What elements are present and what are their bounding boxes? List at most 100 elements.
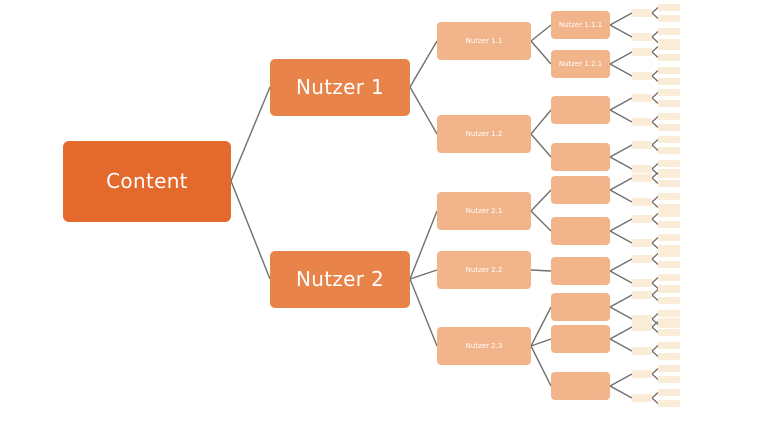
node-level2-2-2: Nutzer 2.2 xyxy=(437,251,531,289)
connector-line xyxy=(651,51,659,59)
connector-line xyxy=(609,109,633,123)
connector-line xyxy=(409,40,438,88)
connector-line xyxy=(651,258,659,266)
connector-line xyxy=(651,252,659,260)
connector-line xyxy=(409,86,438,135)
connector-line xyxy=(609,338,633,352)
node-level2-1-1: Nutzer 1.1 xyxy=(437,22,531,60)
node-root-label: Content xyxy=(106,169,188,193)
connector-line xyxy=(651,373,659,381)
connector-line xyxy=(530,269,552,272)
leaf-node-small xyxy=(658,67,680,74)
connector-line xyxy=(651,312,659,320)
connector-line xyxy=(651,36,659,44)
node-level2-1-1-label: Nutzer 1.1 xyxy=(465,37,503,45)
leaf-node-small xyxy=(658,15,680,22)
node-level1-2: Nutzer 2 xyxy=(270,250,410,308)
leaf-node-small xyxy=(658,147,680,154)
leaf-node xyxy=(632,9,652,17)
leaf-node-small xyxy=(658,221,680,228)
leaf-node xyxy=(632,198,652,206)
leaf-node xyxy=(632,215,652,223)
leaf-node xyxy=(632,323,652,331)
leaf-node-small xyxy=(658,389,680,396)
node-level3-2-3-3 xyxy=(551,372,610,400)
connector-line xyxy=(651,318,659,326)
connector-line xyxy=(651,75,659,83)
connector-line xyxy=(651,344,659,352)
node-level2-2-2-label: Nutzer 2.2 xyxy=(465,266,503,274)
leaf-node xyxy=(632,255,652,263)
connector-line xyxy=(651,195,659,203)
leaf-node xyxy=(632,239,652,247)
node-level2-2-1: Nutzer 2.1 xyxy=(437,192,531,230)
leaf-node-small xyxy=(658,234,680,241)
leaf-node-small xyxy=(658,261,680,268)
leaf-node-small xyxy=(658,136,680,143)
node-level3-2-1-2 xyxy=(551,217,610,245)
connector-line xyxy=(651,162,659,170)
node-level3-2-3-1 xyxy=(551,293,610,321)
connector-line xyxy=(409,269,438,280)
connector-line xyxy=(609,373,633,387)
leaf-node xyxy=(632,141,652,149)
connector-line xyxy=(651,282,659,290)
leaf-node-small xyxy=(658,329,680,336)
leaf-node xyxy=(632,347,652,355)
leaf-node xyxy=(632,48,652,56)
leaf-node-small xyxy=(658,78,680,85)
connector-line xyxy=(609,385,633,399)
node-level2-1-2: Nutzer 1.2 xyxy=(437,115,531,153)
connector-line xyxy=(609,189,633,203)
leaf-node-small xyxy=(658,113,680,120)
connector-line xyxy=(651,326,659,334)
connector-line xyxy=(530,133,552,158)
node-level3-1-2-1 xyxy=(551,96,610,124)
leaf-node-small xyxy=(658,274,680,281)
leaf-node-small xyxy=(658,124,680,131)
connector-line xyxy=(651,201,659,209)
connector-line xyxy=(651,236,659,244)
leaf-node-small xyxy=(658,342,680,349)
connector-line xyxy=(609,258,633,272)
leaf-node-small xyxy=(658,376,680,383)
leaf-node-small xyxy=(658,286,680,293)
connector-line xyxy=(651,115,659,123)
leaf-node-small xyxy=(658,250,680,257)
connector-line xyxy=(530,338,552,347)
connector-line xyxy=(651,242,659,250)
leaf-node-small xyxy=(658,180,680,187)
connector-line xyxy=(530,306,552,347)
connector-line xyxy=(651,30,659,38)
connector-line xyxy=(609,270,633,284)
connector-line xyxy=(609,218,633,232)
leaf-node-small xyxy=(658,318,680,325)
leaf-node-small xyxy=(658,54,680,61)
connector-line xyxy=(609,294,633,308)
node-level3-1-1-1-label: Nutzer 1.1.1 xyxy=(558,21,603,29)
connector-line xyxy=(609,177,633,191)
connector-line xyxy=(609,97,633,111)
connector-line xyxy=(651,397,659,405)
connector-line xyxy=(609,156,633,170)
connector-line xyxy=(651,367,659,375)
leaf-node-small xyxy=(658,100,680,107)
leaf-node-small xyxy=(658,365,680,372)
leaf-node-small xyxy=(658,297,680,304)
connector-line xyxy=(409,210,438,280)
connector-line xyxy=(651,218,659,226)
leaf-node xyxy=(632,370,652,378)
connector-line xyxy=(651,91,659,99)
leaf-node-small xyxy=(658,89,680,96)
leaf-node-small xyxy=(658,204,680,211)
leaf-node-small xyxy=(658,43,680,50)
connector-line xyxy=(530,109,552,135)
leaf-node-small xyxy=(658,193,680,200)
connector-line xyxy=(230,86,271,182)
leaf-node-small xyxy=(658,353,680,360)
connector-line xyxy=(651,138,659,146)
connector-line xyxy=(651,391,659,399)
node-level3-2-3-2 xyxy=(551,325,610,353)
